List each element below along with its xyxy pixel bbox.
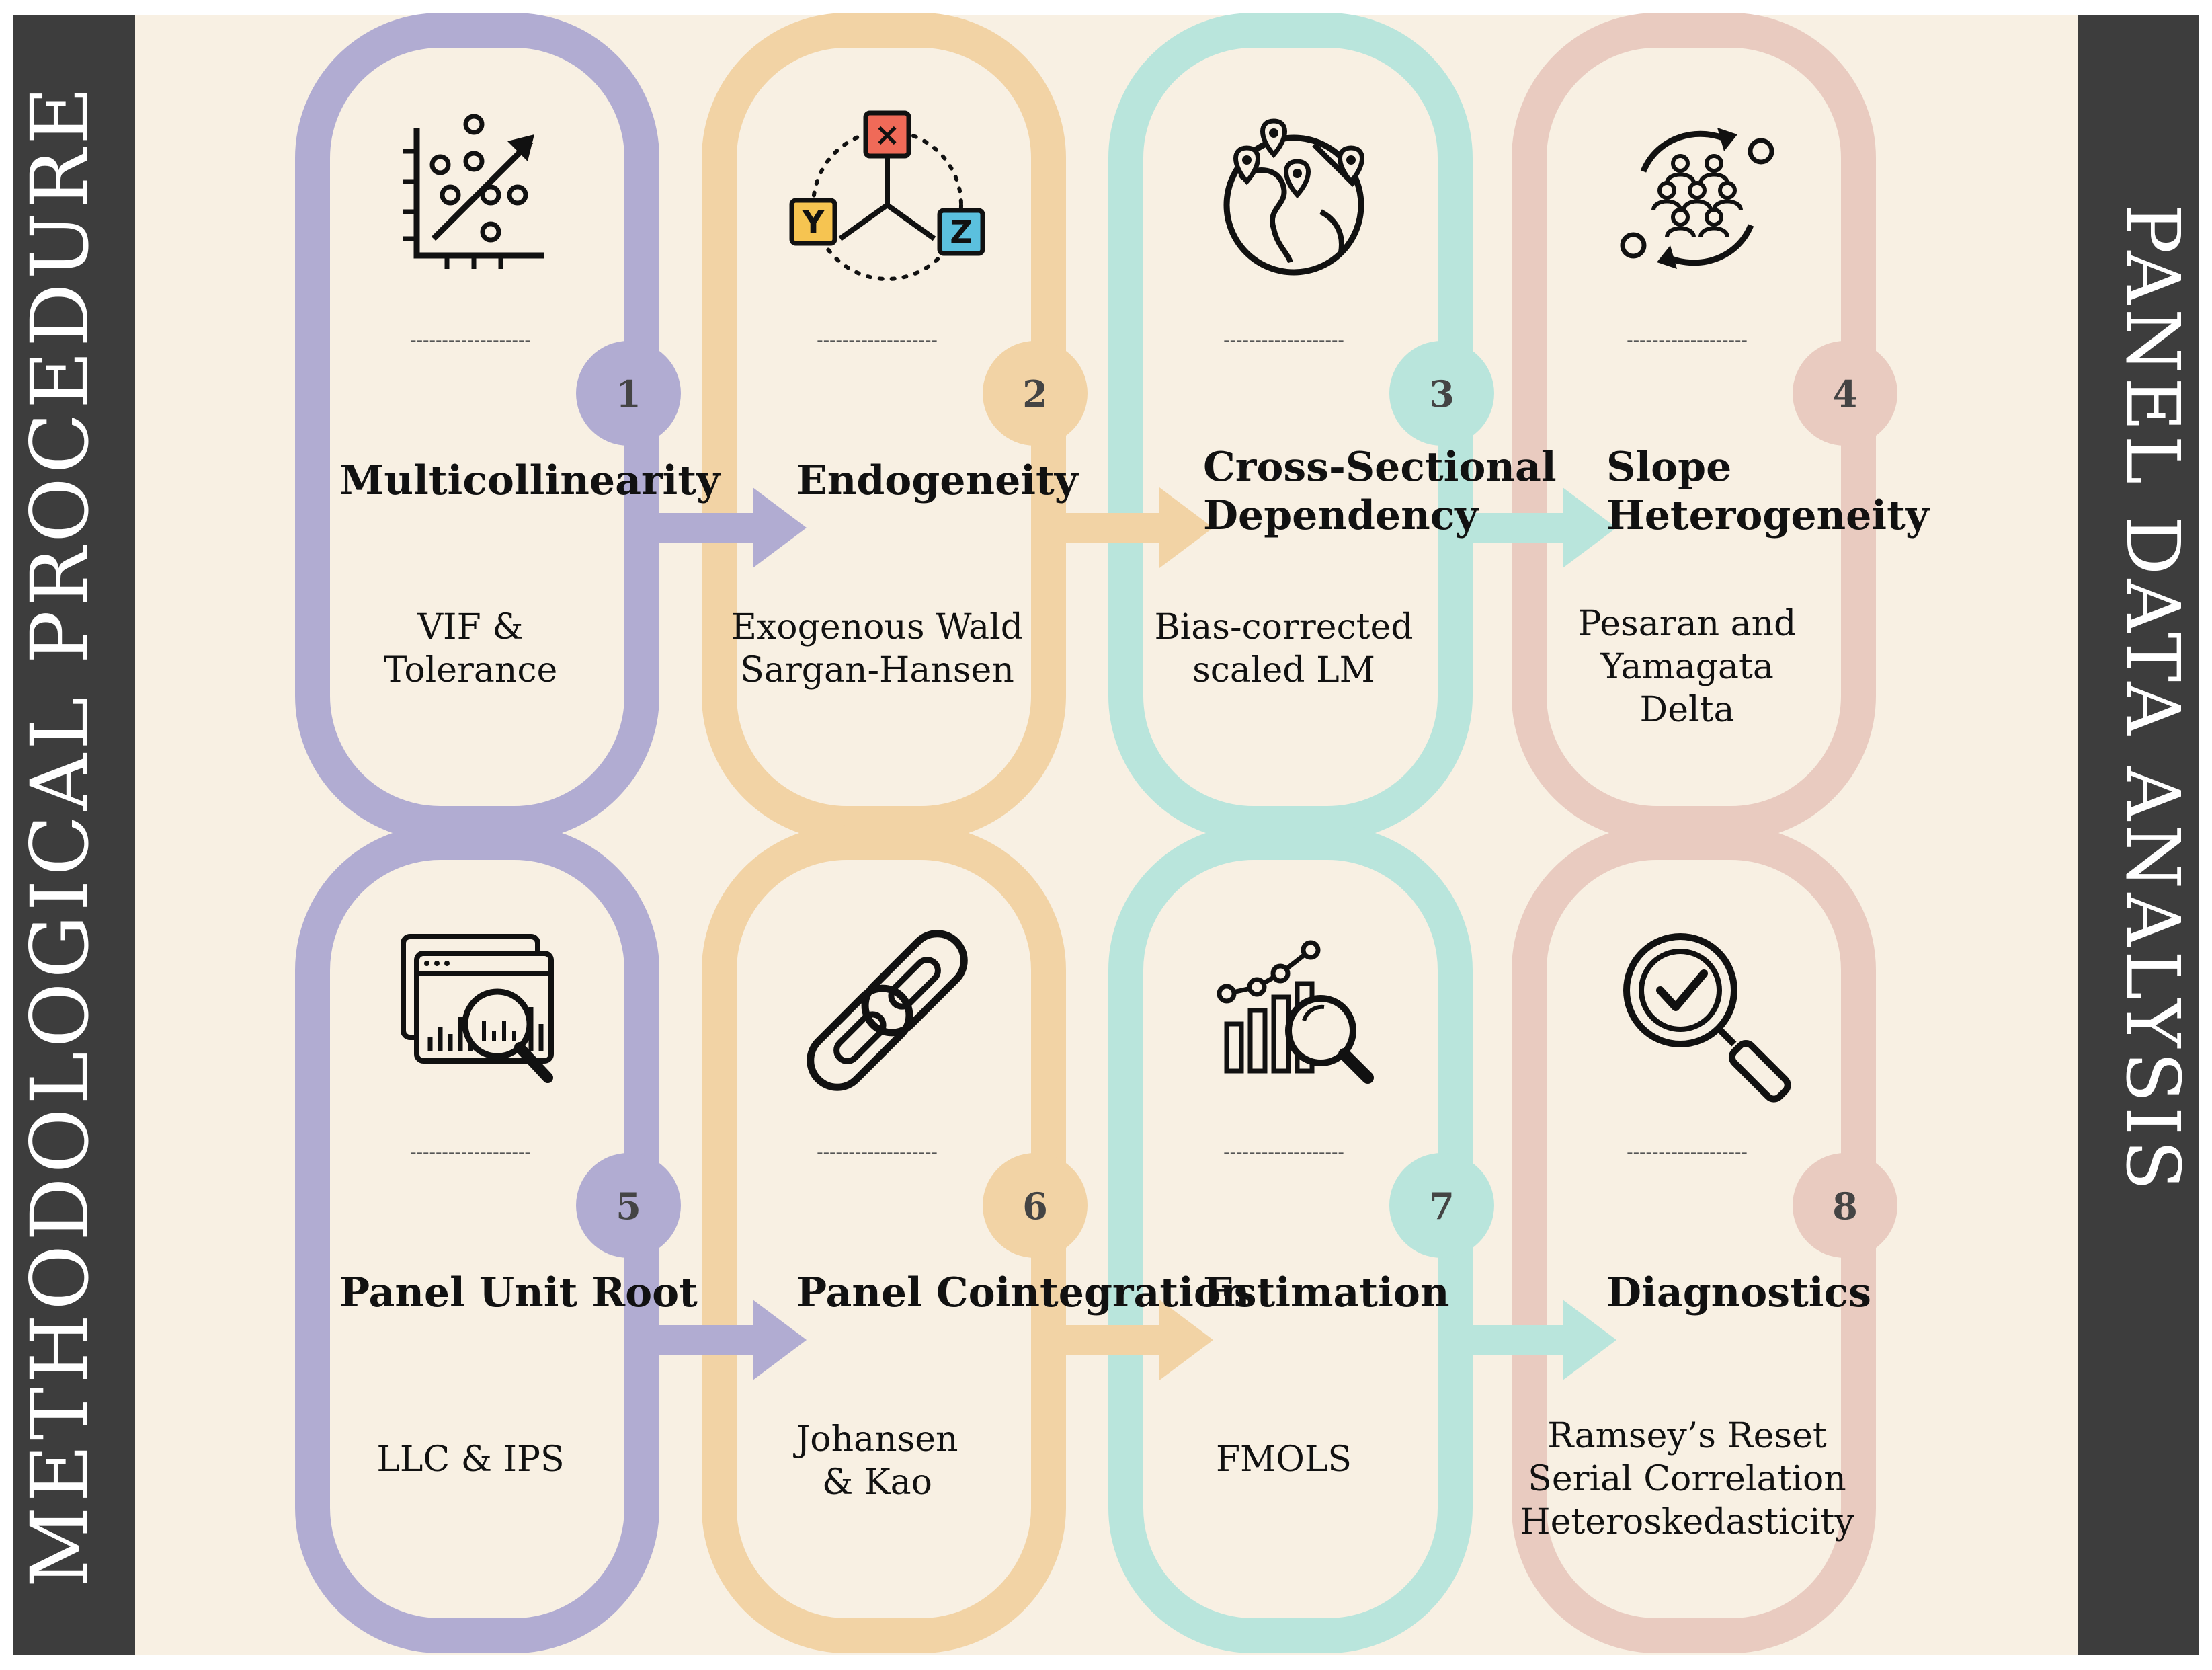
step-card: ------------------- 4SlopeHeterogeneityPe… — [1578, 128, 1930, 730]
step-test: & Kao — [822, 1462, 932, 1503]
step-number: 6 — [1022, 1185, 1048, 1228]
step-title: Slope — [1606, 444, 1731, 491]
step-title: Dependency — [1203, 492, 1479, 539]
arrow-connector — [635, 1300, 807, 1380]
step-number: 2 — [1022, 372, 1048, 415]
divider-dashes: ------------------- — [410, 329, 531, 351]
xyz-variables-icon: × Y Z — [789, 110, 985, 281]
chart-search-icon — [1217, 940, 1374, 1084]
step-title: Endogeneity — [796, 457, 1079, 504]
step-test: Ramsey’s Reset — [1547, 1416, 1827, 1456]
right-banner-text: PANEL DATA ANALYSIS — [2110, 204, 2196, 1194]
svg-text:Y: Y — [801, 204, 825, 240]
left-banner-text: METHODOLOGICAL PROCEDURE — [13, 83, 106, 1587]
step-number: 4 — [1832, 372, 1858, 415]
divider-dashes: ------------------- — [817, 1141, 938, 1163]
magnifier-check-icon — [1623, 933, 1791, 1103]
step-title: Diagnostics — [1606, 1269, 1871, 1316]
step-test: Sargan-Hansen — [740, 650, 1014, 690]
step-test: Tolerance — [384, 650, 558, 690]
step-card: ------------------- 8DiagnosticsRamsey’s … — [1520, 933, 1897, 1542]
data-analysis-icon — [401, 934, 554, 1083]
step-test: Yamagata — [1600, 647, 1774, 687]
step-number-badge: 4 — [1793, 341, 1897, 446]
step-test: LLC & IPS — [376, 1439, 564, 1480]
steps-layer: ------------------- 1MulticollinearityVIF… — [295, 13, 1930, 1653]
step-number-badge: 2 — [983, 341, 1088, 446]
step-test: scaled LM — [1192, 650, 1375, 690]
arrow-connector — [1042, 1300, 1213, 1380]
step-test: Delta — [1640, 690, 1735, 730]
arrow-connector — [1042, 487, 1213, 568]
step-test: Serial Correlation — [1528, 1459, 1846, 1499]
right-banner: PANEL DATA ANALYSIS — [2078, 15, 2199, 1655]
divider-dashes: ------------------- — [1223, 329, 1344, 351]
arrow-connector — [1448, 487, 1616, 568]
step-title: Cross-Sectional — [1203, 444, 1557, 491]
svg-text:Z: Z — [950, 214, 972, 250]
arrow-connector — [635, 487, 807, 568]
step-number-badge: 5 — [576, 1153, 681, 1258]
step-test: Johansen — [792, 1419, 958, 1460]
step-test: Exogenous Wald — [731, 607, 1023, 647]
step-test: Heteroskedasticity — [1520, 1502, 1854, 1542]
background-panel — [13, 15, 2199, 1655]
step-number: 7 — [1429, 1185, 1455, 1228]
step-number-badge: 8 — [1793, 1153, 1897, 1258]
arrows-group — [635, 487, 1616, 1380]
step-number: 8 — [1832, 1185, 1858, 1228]
scatter-plot-icon — [403, 114, 544, 269]
divider-dashes: ------------------- — [1223, 1141, 1344, 1163]
left-banner: METHODOLOGICAL PROCEDURE — [13, 15, 135, 1655]
step-number: 1 — [616, 372, 641, 415]
chain-link-icon — [807, 930, 968, 1091]
step-test: FMOLS — [1216, 1439, 1352, 1480]
step-title: Estimation — [1203, 1269, 1450, 1316]
divider-dashes: ------------------- — [817, 329, 938, 351]
step-title: Panel Unit Root — [339, 1269, 698, 1316]
step-test: Pesaran and — [1578, 604, 1797, 644]
svg-text:×: × — [874, 116, 901, 153]
step-title: Heterogeneity — [1606, 492, 1930, 539]
divider-dashes: ------------------- — [1627, 329, 1748, 351]
step-number-badge: 6 — [983, 1153, 1088, 1258]
globe-locations-icon — [1223, 118, 1364, 276]
step-title: Multicollinearity — [339, 457, 721, 504]
step-number-badge: 7 — [1389, 1153, 1494, 1258]
divider-dashes: ------------------- — [410, 1141, 531, 1163]
step-test: Bias-corrected — [1154, 607, 1413, 647]
step-number-badge: 1 — [576, 341, 681, 446]
step-card: ------------------- 3Cross-SectionalDepen… — [1154, 118, 1557, 690]
step-number: 3 — [1429, 372, 1455, 415]
arrow-connector — [1448, 1300, 1616, 1380]
step-title: Panel Cointegration — [796, 1269, 1250, 1316]
step-test: VIF & — [417, 607, 524, 647]
group-cycle-icon — [1620, 128, 1774, 269]
step-number-badge: 3 — [1389, 341, 1494, 446]
step-number: 5 — [616, 1185, 641, 1228]
step-card: ------------------- 1MulticollinearityVIF… — [339, 114, 721, 690]
divider-dashes: ------------------- — [1627, 1141, 1748, 1163]
step-card: × Y Z ------------------- 2EndogeneityExogen… — [731, 110, 1088, 690]
